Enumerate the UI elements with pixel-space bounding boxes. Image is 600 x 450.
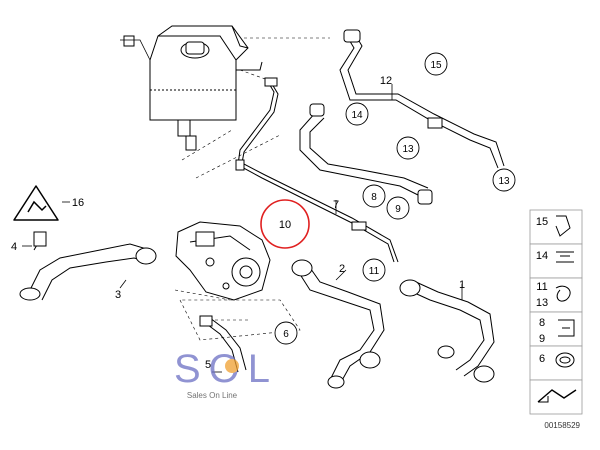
warning-icon	[13, 185, 59, 221]
legend-14: 14	[536, 250, 548, 262]
callout-2: 2	[339, 263, 345, 275]
sol-watermark: SOL Sales On Line	[174, 347, 278, 400]
watermark-logo: SOL	[174, 347, 278, 391]
callout-3: 3	[115, 289, 121, 301]
hose-2	[291, 259, 385, 389]
legend-6: 6	[539, 353, 545, 365]
legend-8: 8	[539, 317, 545, 329]
legend-labels: 15 14 11 13 8 9 6	[536, 216, 548, 365]
legend-13: 13	[536, 297, 548, 309]
callout-12: 12	[380, 75, 392, 87]
legend-9: 9	[539, 333, 545, 345]
callout-15: 15	[430, 60, 442, 71]
water-pump	[175, 221, 271, 301]
hose-7	[299, 103, 433, 205]
legend-11: 11	[536, 281, 547, 293]
hose-3	[19, 231, 157, 301]
expansion-tank	[120, 25, 263, 151]
legend-panel	[529, 209, 583, 415]
callout-10: 10	[279, 219, 291, 231]
callout-13-a: 13	[402, 144, 414, 155]
callout-11: 11	[369, 266, 380, 277]
watermark-tagline: Sales On Line	[187, 391, 238, 400]
diagram-id: 00158529	[544, 421, 580, 430]
callout-14: 14	[351, 110, 363, 121]
circled-callouts	[274, 52, 516, 345]
hose-1	[399, 279, 495, 383]
callout-labels: 12 7 16 4 3 2 1 5 10	[11, 75, 465, 371]
callout-5: 5	[205, 359, 211, 371]
callout-7: 7	[333, 199, 339, 211]
callout-6: 6	[283, 329, 289, 340]
legend-glyphs	[537, 215, 577, 403]
callout-13-b: 13	[498, 176, 510, 187]
hose-12	[339, 29, 505, 169]
callout-4: 4	[11, 241, 17, 253]
circled-callout-labels: 15 14 13 13 8 9 11 6	[283, 60, 510, 340]
watermark-dot	[225, 359, 239, 373]
guide-lines	[174, 37, 330, 341]
legend-15: 15	[536, 216, 548, 228]
callout-1: 1	[459, 279, 465, 291]
callout-8: 8	[371, 192, 377, 203]
hose-10	[235, 77, 399, 263]
callout-9: 9	[395, 204, 401, 215]
leader-lines	[22, 84, 463, 373]
callout-16: 16	[72, 197, 84, 209]
highlight-circle-10	[260, 199, 310, 249]
